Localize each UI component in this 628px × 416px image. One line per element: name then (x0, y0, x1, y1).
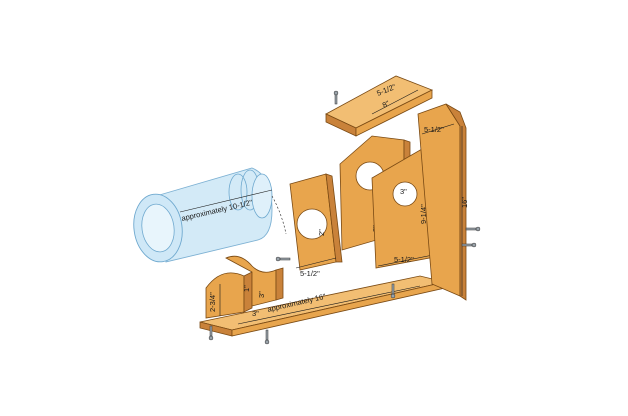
screw-side-1 (465, 226, 481, 232)
ring-width-label: 5-1/2" (300, 269, 320, 278)
roof-board (325, 75, 433, 137)
jar-length-dimline (179, 189, 273, 213)
front-hole-label: 3" (400, 187, 407, 196)
base-length-dimline (237, 285, 421, 325)
screw-side-2 (461, 242, 477, 248)
screw-base-3 (390, 283, 396, 299)
jar-cradle (205, 255, 284, 319)
roof-length-label: 8" (381, 99, 391, 110)
ring-height-label: 2" (317, 229, 326, 236)
cradle-height-label: 2-3/4" (208, 292, 217, 312)
front-height-label: 9-1/4" (419, 204, 428, 224)
back-width-dimline (421, 123, 455, 135)
jar-guide-line (271, 195, 287, 235)
cradle-depth-label: 3" (257, 291, 266, 298)
screw-roof (333, 90, 339, 105)
cradle-width-label: 3" (252, 309, 259, 318)
screw-base-1 (208, 325, 214, 341)
ring-panel (289, 173, 343, 271)
back-post (417, 103, 467, 301)
roof-length-dimline (371, 89, 419, 115)
front-width-dimline (377, 253, 439, 267)
screw-ring (275, 256, 291, 262)
back-width-label: 5-1/2" (424, 125, 444, 134)
screw-base-2 (264, 329, 270, 345)
glass-jar (133, 167, 273, 263)
back-height-label: 16" (460, 197, 469, 208)
ring-width-dimline (295, 257, 337, 269)
cradle-gap-label: 1" (242, 285, 251, 292)
front-width-label: 5-1/2" (394, 255, 414, 264)
